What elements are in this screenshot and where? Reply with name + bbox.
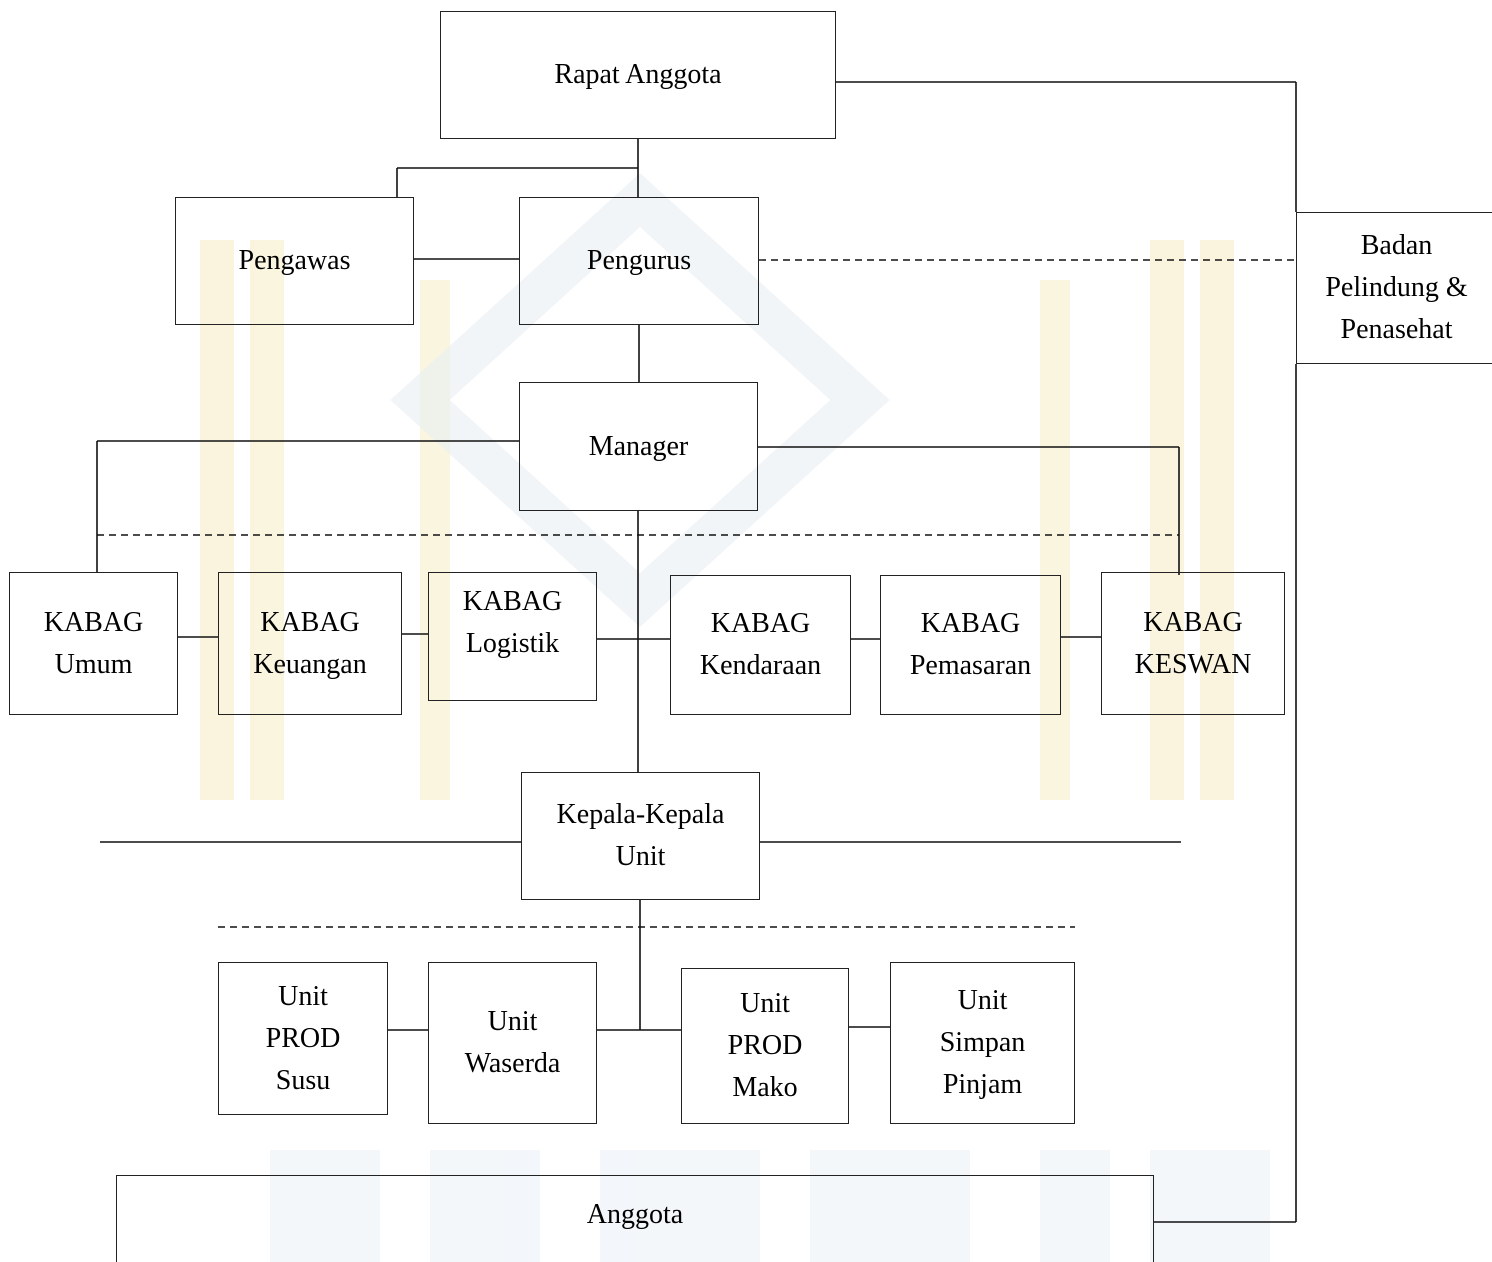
department-line-1: KABAG bbox=[710, 608, 811, 639]
unit-line-2: Waserda bbox=[464, 1048, 561, 1079]
unit-box: Unit Waserda bbox=[428, 962, 597, 1124]
unit-heads-line-1: Kepala-Kepala bbox=[556, 799, 725, 830]
unit-box: Unit Simpan Pinjam bbox=[890, 962, 1075, 1124]
unit-line-3: Mako bbox=[732, 1072, 798, 1103]
manager-box: Manager bbox=[519, 382, 758, 511]
department-line-2: Umum bbox=[54, 648, 133, 680]
members-box: Anggota bbox=[116, 1175, 1154, 1262]
pengawas-label: Pengawas bbox=[238, 245, 351, 276]
unit-heads-line-2: Unit bbox=[615, 841, 666, 872]
department-line-2: KESWAN bbox=[1134, 648, 1252, 680]
unit-line-1: Unit bbox=[487, 1006, 538, 1037]
rapat-anggota-label: Rapat Anggota bbox=[554, 59, 722, 90]
advisor-line-3: Penasehat bbox=[1340, 314, 1453, 345]
department-box: KABAG Logistik bbox=[428, 572, 597, 701]
advisor-line-1: Badan bbox=[1360, 230, 1433, 261]
pengawas-box: Pengawas bbox=[175, 197, 414, 325]
department-box: KABAG Umum bbox=[9, 572, 178, 715]
manager-label: Manager bbox=[588, 430, 689, 462]
department-line-2: Logistik bbox=[465, 628, 560, 659]
department-line-1: KABAG bbox=[260, 606, 360, 638]
advisor-line-2: Pelindung & bbox=[1325, 272, 1468, 303]
department-line-1: KABAG bbox=[1143, 606, 1243, 638]
advisor-box: Badan Pelindung & Penasehat bbox=[1296, 212, 1492, 364]
unit-line-2: Simpan bbox=[939, 1027, 1026, 1058]
unit-line-3: Pinjam bbox=[942, 1069, 1023, 1100]
unit-line-3: Susu bbox=[275, 1064, 331, 1096]
department-box: KABAG KESWAN bbox=[1101, 572, 1285, 715]
unit-line-2: PROD bbox=[727, 1030, 803, 1061]
department-box: KABAG Kendaraan bbox=[670, 575, 851, 715]
pengurus-box: Pengurus bbox=[519, 197, 759, 325]
rapat-anggota-box: Rapat Anggota bbox=[440, 11, 836, 139]
unit-line-1: Unit bbox=[740, 988, 790, 1019]
pengurus-label: Pengurus bbox=[586, 245, 692, 276]
unit-heads-box: Kepala-Kepala Unit bbox=[521, 772, 760, 900]
department-line-2: Keuangan bbox=[253, 648, 367, 680]
unit-line-1: Unit bbox=[957, 985, 1008, 1016]
unit-line-1: Unit bbox=[278, 980, 328, 1012]
unit-box: Unit PROD Mako bbox=[681, 968, 849, 1124]
unit-line-2: PROD bbox=[265, 1022, 341, 1054]
department-line-2: Kendaraan bbox=[699, 650, 822, 681]
unit-box: Unit PROD Susu bbox=[218, 962, 388, 1115]
members-label: Anggota bbox=[586, 1199, 684, 1230]
department-line-2: Pemasaran bbox=[909, 650, 1032, 681]
department-line-1: KABAG bbox=[462, 586, 563, 617]
department-line-1: KABAG bbox=[43, 606, 144, 638]
department-box: KABAG Keuangan bbox=[218, 572, 402, 715]
department-line-1: KABAG bbox=[920, 608, 1021, 639]
department-box: KABAG Pemasaran bbox=[880, 575, 1061, 715]
